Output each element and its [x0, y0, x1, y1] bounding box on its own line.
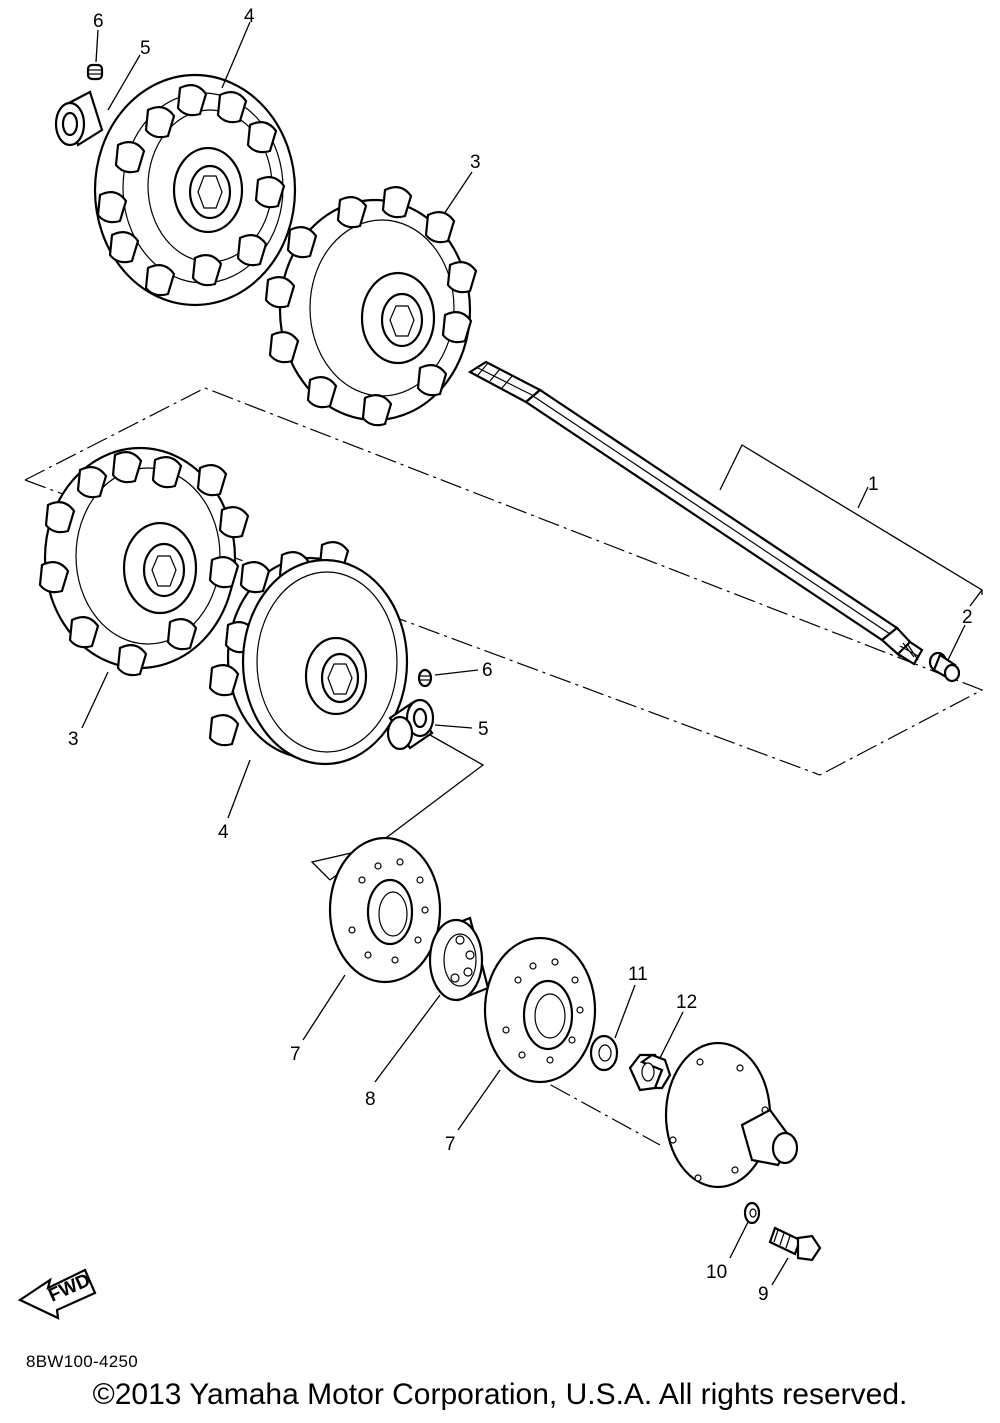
callout-10: 10	[706, 1262, 727, 1283]
washer	[589, 1034, 619, 1072]
fwd-arrow-icon: FWD	[17, 1268, 97, 1320]
collar-lower	[386, 698, 435, 751]
callout-5-upper: 5	[140, 38, 151, 59]
callout-4-upper: 4	[244, 6, 255, 27]
callout-labels: 1 2 3 3 4 4 5 5 6 6 7 7 8 9 10 11 12	[68, 6, 973, 1305]
callout-1: 1	[868, 474, 879, 495]
flange-housing	[664, 1041, 799, 1189]
callout-7-right: 7	[445, 1134, 456, 1155]
set-screw-lower	[417, 668, 433, 688]
callout-9: 9	[758, 1284, 769, 1305]
sprocket-teeth-top	[96, 83, 286, 297]
copyright-notice: ©2013 Yamaha Motor Corporation, U.S.A. A…	[92, 1378, 908, 1411]
callout-6-lower: 6	[482, 660, 493, 681]
callout-2: 2	[962, 607, 973, 628]
leader-part-1	[719, 444, 983, 595]
callout-12: 12	[676, 992, 697, 1013]
bolt	[768, 1226, 822, 1262]
callout-6-upper: 6	[93, 11, 104, 32]
diagram-code: 8BW100-4250	[26, 1352, 138, 1371]
bearing	[428, 916, 490, 1002]
set-screw-top	[86, 63, 104, 81]
drive-axle-shaft	[467, 360, 924, 666]
callout-3-lower: 3	[68, 729, 79, 750]
nut	[628, 1053, 672, 1092]
sprocket-upper	[278, 198, 472, 422]
axle-end-plug	[928, 651, 961, 683]
sprocket-teeth-lower	[38, 450, 250, 677]
callout-11: 11	[628, 964, 648, 985]
callout-7-left: 7	[290, 1044, 301, 1065]
bearing-housing-plate-right	[483, 936, 597, 1084]
callout-4-lower: 4	[218, 822, 229, 843]
collar-top	[54, 90, 104, 147]
sprocket-wheel-lower	[208, 540, 409, 766]
sprocket-teeth-upper	[264, 185, 478, 427]
callout-8: 8	[365, 1089, 376, 1110]
callout-5-lower: 5	[478, 719, 489, 740]
bearing-housing-plate-left	[328, 836, 442, 984]
sprocket-lower	[43, 446, 237, 670]
small-washer	[743, 1201, 761, 1225]
callout-3-upper: 3	[470, 152, 481, 173]
